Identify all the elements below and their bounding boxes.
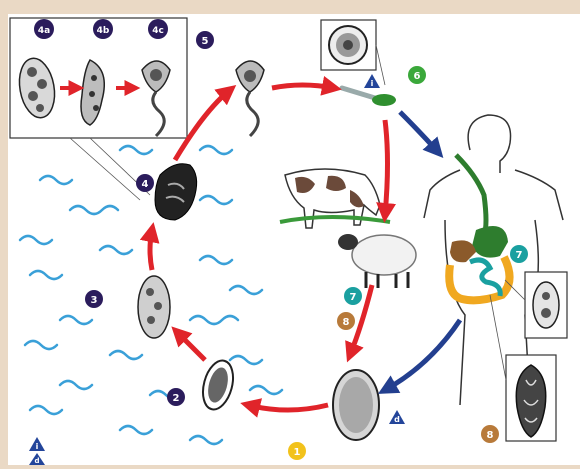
arrow-redia-to-snail [150,230,152,270]
stage-badge-8-human: 8 [481,425,499,443]
redia-free-icon [138,276,170,338]
svg-text:5: 5 [202,36,209,47]
unembryonated-egg-icon [333,370,379,440]
metacercaria-icon [329,26,367,64]
stage-badge-4b: 4b [93,19,113,39]
arrow-plant-to-animal [385,120,388,215]
stage-badge-7-animal: 7 [344,287,362,305]
svg-text:7: 7 [350,292,357,303]
svg-text:d: d [34,457,39,465]
svg-text:6: 6 [414,71,421,82]
svg-text:4: 4 [142,179,149,190]
stage-badge-6: 6 [408,66,426,84]
svg-text:d: d [394,415,400,424]
stage-badge-2: 2 [167,388,185,406]
stage-badge-1: 1 [288,442,306,460]
svg-text:4b: 4b [97,26,110,36]
svg-text:2: 2 [173,393,180,404]
svg-text:8: 8 [343,317,350,328]
stage-badge-8-animal: 8 [337,312,355,330]
svg-text:7: 7 [516,250,523,261]
stage-badge-4c: 4c [148,19,168,39]
stage-badge-5: 5 [196,31,214,49]
svg-text:8: 8 [487,430,494,441]
excysted-metacercaria-icon [533,282,559,328]
svg-text:4a: 4a [38,26,50,36]
svg-text:4c: 4c [152,26,164,36]
stage-badge-3: 3 [85,290,103,308]
svg-text:1: 1 [294,447,301,458]
stage-badge-7-human: 7 [510,245,528,263]
svg-text:i: i [371,79,374,88]
stage-badge-4: 4 [136,174,154,192]
stage-badge-4a: 4a [34,19,54,39]
svg-text:3: 3 [91,295,98,306]
svg-text:i: i [36,442,39,451]
